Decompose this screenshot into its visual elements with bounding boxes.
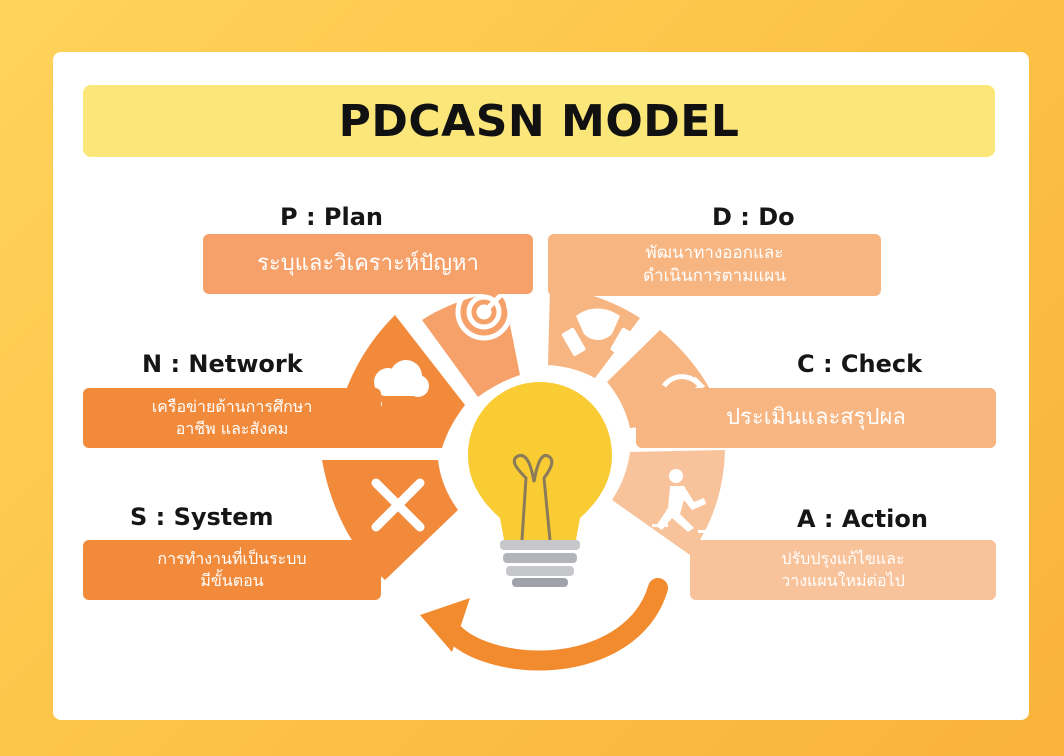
check-description-box: ประเมินและสรุปผล	[636, 388, 996, 448]
system-description-line-2: มีขั้นตอน	[200, 571, 264, 590]
handshake-icon	[561, 308, 635, 356]
do-label: D : Do	[712, 203, 795, 231]
network-description-line-2: อาชีพ และสังคม	[175, 419, 289, 438]
petal-plan	[422, 290, 520, 397]
check-description: ประเมินและสรุปผล	[726, 405, 906, 431]
system-description-line-1: การทำงานที่เป็นระบบ	[157, 549, 307, 569]
person-slipping-icon	[652, 469, 714, 533]
curved-arrow-icon	[420, 578, 668, 671]
check-label: C : Check	[797, 350, 923, 378]
action-label: A : Action	[797, 505, 928, 533]
do-description-line-1: พัฒนาทางออกและ	[645, 243, 784, 264]
plan-description: ระบุและวิเคราะห์ปัญหา	[257, 251, 479, 277]
lightbulb-icon	[468, 382, 612, 587]
plan-description-box: ระบุและวิเคราะห์ปัญหา	[203, 234, 533, 294]
do-description-line-2: ดำเนินการตามแผน	[643, 266, 786, 286]
system-label: S : System	[130, 503, 274, 531]
page-title: PDCASN MODEL	[338, 95, 740, 147]
network-label: N : Network	[142, 350, 303, 378]
title-banner: PDCASN MODEL	[83, 85, 995, 157]
petal-system	[322, 460, 458, 580]
tools-cross-icon	[371, 478, 425, 532]
system-description-box: การทำงานที่เป็นระบบ มีขั้นตอน	[83, 540, 381, 600]
network-description-box: เครือข่ายด้านการศึกษา อาชีพ และสังคม	[83, 388, 381, 448]
plan-label: P : Plan	[280, 203, 383, 231]
action-description-box: ปรับปรุงแก้ไขและ วางแผนใหม่ต่อไป	[690, 540, 996, 600]
action-description-line-1: ปรับปรุงแก้ไขและ	[781, 549, 905, 569]
action-description-line-2: วางแผนใหม่ต่อไป	[781, 571, 905, 590]
do-description-box: พัฒนาทางออกและ ดำเนินการตามแผน	[548, 234, 881, 296]
network-description-line-1: เครือข่ายด้านการศึกษา	[151, 397, 313, 417]
